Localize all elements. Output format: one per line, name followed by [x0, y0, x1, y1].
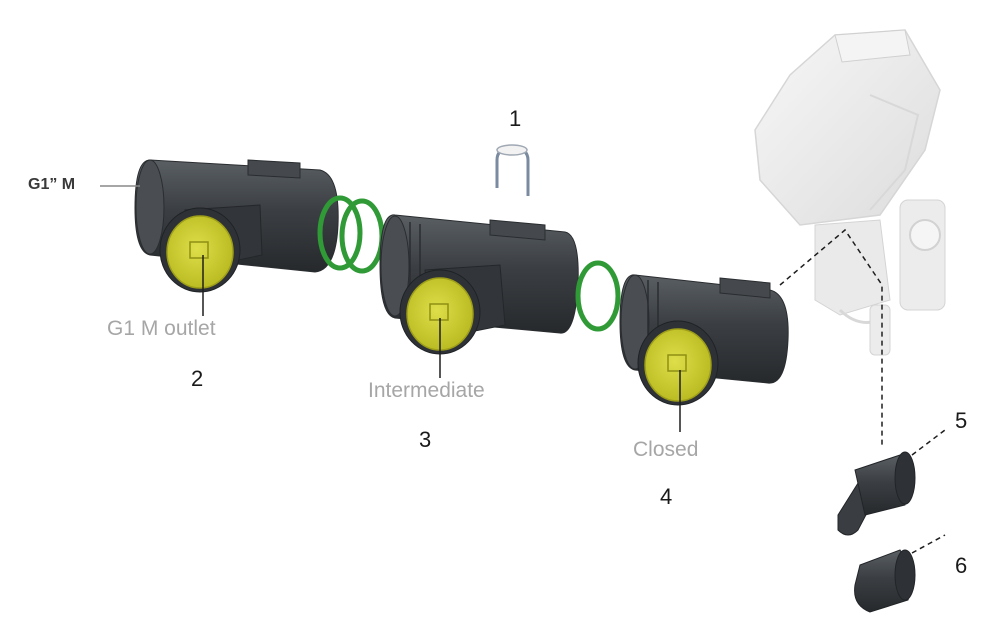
- part-2-cap: [159, 207, 241, 293]
- part-number-5: 5: [955, 408, 968, 433]
- caption-intermediate: Intermediate: [368, 379, 485, 402]
- caption-closed: Closed: [633, 438, 699, 461]
- part-4-closed-tee: [619, 274, 789, 406]
- part-5-hose-adapter: [837, 451, 916, 536]
- caption-outlet: G1 M outlet: [107, 317, 216, 340]
- part-4-cap: [637, 320, 719, 406]
- o-ring-single: [575, 260, 621, 332]
- thread-label: G1” M: [28, 176, 76, 193]
- part-number-1: 1: [509, 106, 522, 131]
- part-1-clip: [495, 144, 530, 196]
- part-3-cap: [399, 269, 481, 355]
- part-number-4: 4: [660, 484, 673, 509]
- part-3-intermediate-tee: [379, 214, 579, 355]
- part-number-3: 3: [419, 427, 432, 452]
- part-number-6: 6: [955, 553, 968, 578]
- valve-head: [754, 29, 946, 356]
- part-6-plug: [854, 549, 916, 613]
- part-2-outlet-tee: [134, 159, 339, 293]
- leader-lines: [100, 185, 946, 554]
- part-number-2: 2: [191, 366, 204, 391]
